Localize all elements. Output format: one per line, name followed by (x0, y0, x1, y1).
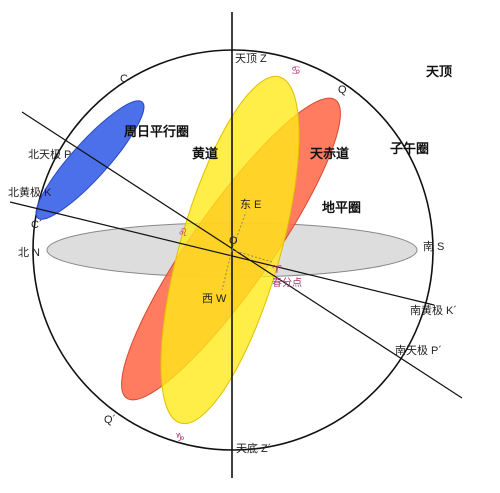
label-south: 南 S (423, 240, 444, 253)
label-north-celestial-pole: 北天极 P (28, 147, 71, 161)
capricorn-symbol-icon: ♑ (175, 431, 185, 444)
celestial-sphere-outline (32, 49, 434, 451)
label-vernal-equinox: 春分点 (272, 277, 302, 289)
label-north: 北 N (18, 246, 40, 259)
title-meridian: 子午圈 (390, 141, 429, 157)
celestial-pole-axis (21, 111, 463, 399)
label-zenith: 天顶 Z (235, 52, 267, 65)
leo-symbol-icon: ♌ (178, 226, 188, 239)
label-q-top: Q (338, 84, 347, 96)
dashed-line-vernal (231, 249, 273, 263)
label-west: 西 W (202, 293, 227, 305)
title-horizon: 地平圈 (322, 200, 361, 216)
aries-symbol-icon: ♈ (272, 263, 282, 276)
label-south-celestial-pole: 南天极 P´ (395, 343, 442, 357)
label-q-bottom: Q´ (104, 414, 116, 426)
label-nadir: 天底 Z´ (236, 441, 271, 455)
label-c-top: C (120, 73, 128, 85)
label-north-ecliptic-pole: 北黄极 K (8, 185, 52, 199)
ecliptic-pole-axis (9, 201, 435, 306)
dashed-line-east (231, 211, 247, 251)
title-ecliptic: 黄道 (192, 146, 218, 162)
cancer-symbol-icon: ♋ (291, 64, 301, 77)
label-east: 东 E (240, 198, 261, 211)
title-celestial-equator: 天赤道 (310, 146, 349, 162)
title-celestial-zenith: 天顶 (426, 65, 452, 80)
label-c-bottom: C´ (31, 219, 43, 231)
label-south-ecliptic-pole: 南黄极 K´ (410, 303, 457, 317)
title-diurnal-circle: 周日平行圈 (124, 124, 189, 140)
dashed-line-west (221, 249, 233, 291)
ecliptic-plane (160, 75, 300, 425)
label-origin: O (229, 235, 238, 247)
